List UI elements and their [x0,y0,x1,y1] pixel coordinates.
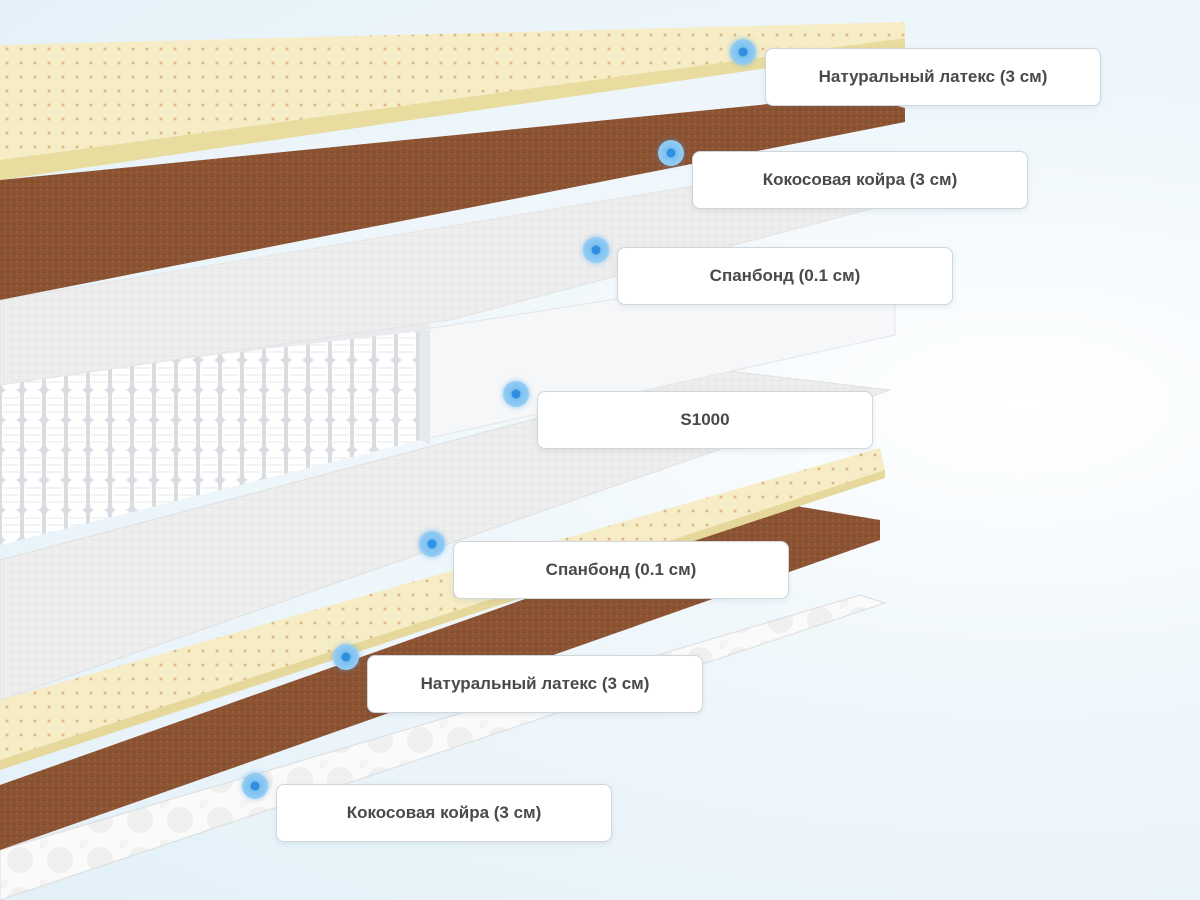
layer-label-top-coir: Кокосовая койра (3 см) [692,151,1028,209]
marker-dot [419,531,445,557]
marker-dot [503,381,529,407]
marker-dot [730,39,756,65]
lower-latex-layer [0,448,885,760]
marker-dot [583,237,609,263]
layer-label-spring-block: S1000 [537,391,873,449]
top-latex-layer [0,22,905,160]
layer-label-bottom-coir: Кокосовая койра (3 см) [276,784,612,842]
marker-dot [333,644,359,670]
layer-label-lower-spunbond: Спанбонд (0.1 см) [453,541,789,599]
layer-label-upper-spunbond: Спанбонд (0.1 см) [617,247,953,305]
marker-dot [658,140,684,166]
marker-dot [242,773,268,799]
layer-label-lower-latex: Натуральный латекс (3 см) [367,655,703,713]
lower-spunbond-layer [0,369,891,701]
spring-block-layer [0,330,420,545]
layer-label-top-latex: Натуральный латекс (3 см) [765,48,1101,106]
